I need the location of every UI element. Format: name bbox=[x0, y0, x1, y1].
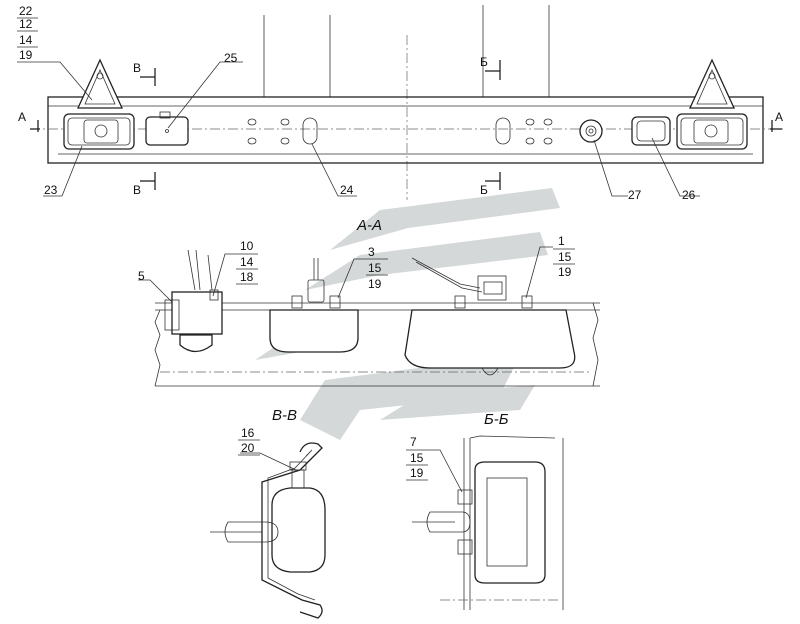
svg-text:27: 27 bbox=[628, 188, 642, 202]
lamp-aa-middle bbox=[269, 258, 359, 353]
section-marker-v-top: В bbox=[133, 61, 156, 86]
svg-text:А: А bbox=[18, 110, 26, 124]
svg-text:15: 15 bbox=[368, 261, 382, 275]
section-marker-b-top: Б bbox=[480, 55, 501, 80]
section-vv-bracket bbox=[210, 442, 326, 619]
svg-text:16: 16 bbox=[241, 426, 255, 440]
lamp-aa-right bbox=[404, 257, 576, 376]
callout-7: 7 15 19 bbox=[406, 435, 428, 481]
section-title-vv: В-В bbox=[272, 407, 297, 424]
svg-text:5: 5 bbox=[138, 269, 145, 283]
callout-5: 5 bbox=[138, 269, 145, 283]
callout-24: 24 bbox=[340, 183, 354, 197]
callout-1: 1 15 19 bbox=[553, 234, 575, 279]
svg-text:23: 23 bbox=[44, 183, 58, 197]
section-bb-assembly bbox=[412, 435, 564, 610]
svg-text:26: 26 bbox=[682, 188, 696, 202]
svg-text:19: 19 bbox=[19, 48, 33, 62]
callout-26: 26 bbox=[682, 188, 696, 202]
reverse-lamp bbox=[631, 116, 671, 146]
svg-text:Б: Б bbox=[480, 55, 488, 69]
svg-text:3: 3 bbox=[368, 245, 375, 259]
tail-lamp-right bbox=[676, 113, 748, 150]
svg-text:20: 20 bbox=[241, 441, 255, 455]
callout-23: 23 bbox=[44, 183, 58, 197]
section-title-aa: А-А bbox=[356, 217, 382, 234]
callout-22: 22 12 14 19 bbox=[17, 4, 38, 63]
svg-text:25: 25 bbox=[224, 51, 238, 65]
svg-text:15: 15 bbox=[410, 451, 424, 465]
plate-lamp bbox=[145, 111, 189, 146]
callout-10: 10 14 18 bbox=[236, 239, 258, 285]
svg-text:В: В bbox=[133, 61, 141, 75]
leader-lines-aa bbox=[138, 246, 553, 303]
svg-text:А: А bbox=[775, 110, 783, 124]
slot-holes bbox=[302, 117, 511, 145]
mounting-holes bbox=[247, 118, 553, 145]
lamp-bracket-aa-left bbox=[164, 249, 223, 353]
section-title-bb: Б-Б bbox=[484, 411, 509, 428]
svg-text:1: 1 bbox=[558, 234, 565, 248]
section-marker-v-bottom: В bbox=[133, 172, 156, 197]
svg-text:14: 14 bbox=[19, 33, 33, 47]
svg-text:22: 22 bbox=[19, 4, 33, 18]
svg-text:15: 15 bbox=[558, 250, 572, 264]
svg-text:19: 19 bbox=[368, 277, 382, 291]
callout-3: 3 15 19 bbox=[366, 245, 388, 291]
warning-triangle-left bbox=[76, 58, 124, 109]
bumper-beam bbox=[30, 96, 785, 164]
section-marker-b-bottom: Б bbox=[480, 172, 501, 197]
callout-27: 27 bbox=[628, 188, 642, 202]
svg-text:24: 24 bbox=[340, 183, 354, 197]
svg-text:19: 19 bbox=[558, 265, 572, 279]
leader-lines-top bbox=[38, 61, 700, 197]
svg-text:14: 14 bbox=[240, 255, 254, 269]
frame-rails bbox=[263, 5, 550, 200]
warning-triangle-right bbox=[688, 58, 736, 109]
svg-text:18: 18 bbox=[240, 270, 254, 284]
callout-16: 16 20 bbox=[238, 426, 260, 456]
svg-text:19: 19 bbox=[410, 466, 424, 480]
svg-text:7: 7 bbox=[410, 435, 417, 449]
callout-25: 25 bbox=[224, 51, 238, 65]
leader-lines-bb bbox=[428, 449, 463, 493]
svg-text:Б: Б bbox=[480, 183, 488, 197]
svg-text:12: 12 bbox=[19, 17, 33, 31]
section-marker-a-right: А bbox=[770, 110, 783, 132]
tail-lamp-left bbox=[63, 113, 135, 150]
trailer-socket bbox=[579, 119, 603, 143]
svg-text:В: В bbox=[133, 183, 141, 197]
svg-text:10: 10 bbox=[240, 239, 254, 253]
leader-lines-vv bbox=[240, 452, 297, 471]
section-marker-a-left: А bbox=[18, 110, 40, 132]
